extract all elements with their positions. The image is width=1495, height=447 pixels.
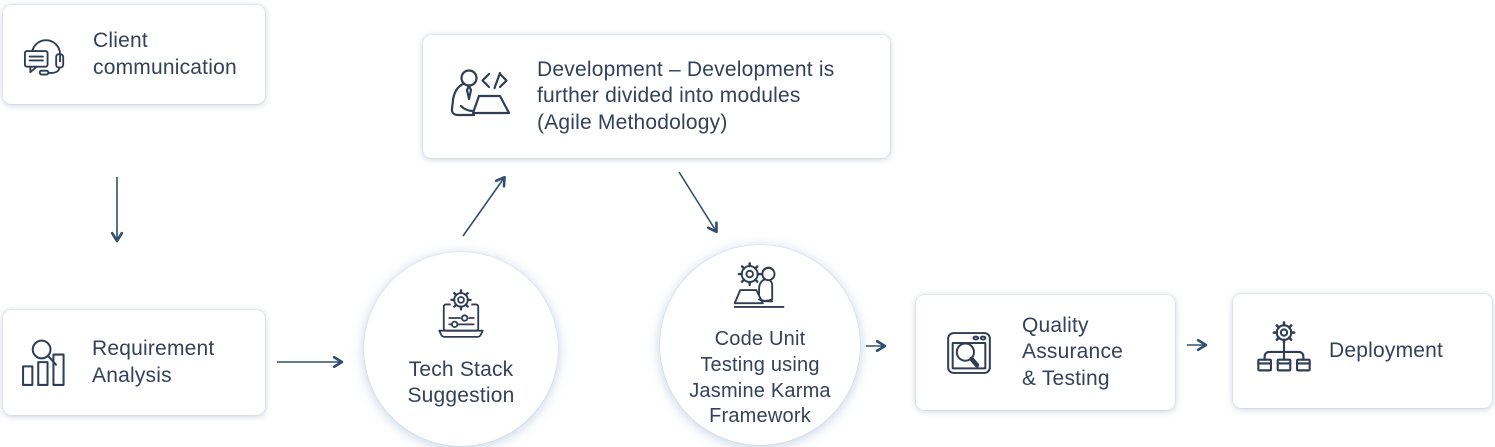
node-label: Development – Development is further div… [537,58,835,134]
node-development: Development – Development is further div… [423,35,890,158]
node-deployment: Deployment [1233,294,1492,408]
gear-person-laptop-icon [730,260,790,320]
developer-code-icon [449,65,513,129]
headset-icon [21,30,71,80]
laptop-gear-icon [432,288,490,347]
arrow-development-to-codeunit [678,171,716,231]
node-requirement-analysis: Requirement Analysis [3,310,265,415]
node-label: Quality Assurance & Testing [1022,314,1124,390]
gear-distribution-icon [1253,320,1315,382]
node-tech-stack-suggestion: Tech Stack Suggestion [364,252,558,446]
node-code-unit-testing: Code Unit Testing using Jasmine Karma Fr… [660,245,860,445]
node-label: Code Unit Testing using Jasmine Karma Fr… [689,328,831,428]
node-label: Client communication [93,29,237,79]
node-quality-assurance-testing: Quality Assurance & Testing [916,295,1175,410]
node-label: Requirement Analysis [92,337,215,387]
arrow-techstack-to-development [462,178,504,237]
node-label: Deployment [1329,338,1444,362]
window-magnifier-icon [940,324,998,382]
bar-chart-magnifier-icon [18,336,72,390]
node-label: Tech Stack Suggestion [407,357,515,407]
node-client-communication: Client communication [3,5,265,104]
